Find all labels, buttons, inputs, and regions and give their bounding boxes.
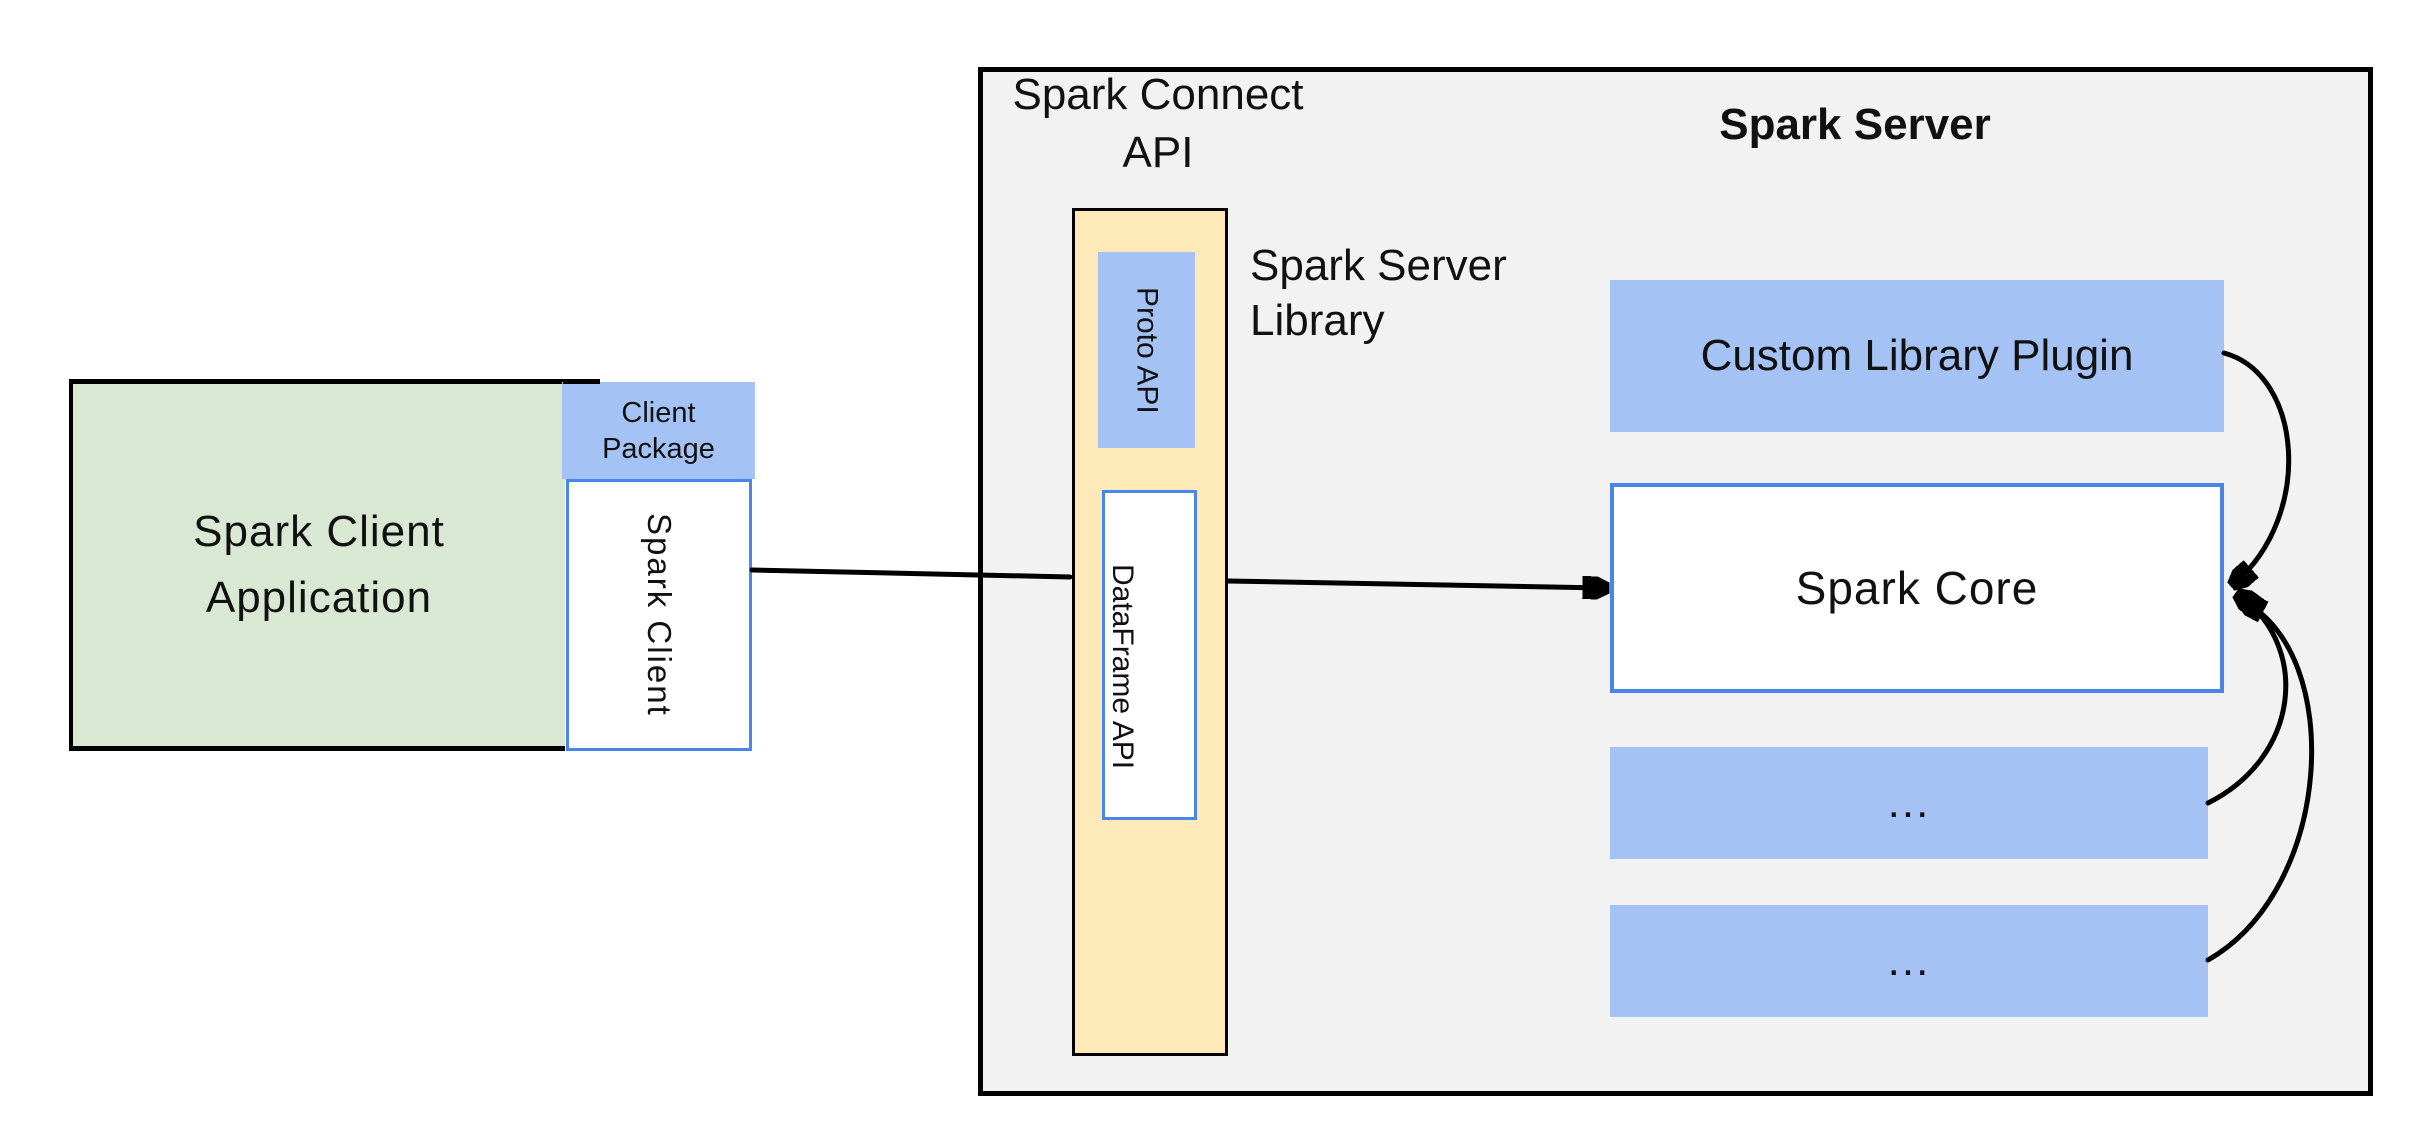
spark-client-application-label-line2: Application xyxy=(205,573,433,622)
spark-client-application-box: Spark Client Application xyxy=(69,379,565,751)
spark-connect-api-label: Spark Connect API xyxy=(958,66,1358,182)
spark-client-box: Spark Client xyxy=(566,479,752,751)
spark-server-library-label: Spark Server Library xyxy=(1250,238,1570,348)
spark-connect-api-label-line2: API xyxy=(1122,128,1194,177)
custom-library-plugin-box: Custom Library Plugin xyxy=(1610,280,2224,432)
spark-core-label: Spark Core xyxy=(1795,562,2039,614)
dataframe-api-box: DataFrame API xyxy=(1102,490,1197,820)
spark-connect-api-label-line1: Spark Connect xyxy=(1012,70,1304,119)
plugin-placeholder-label-bottom: ... xyxy=(1887,936,1931,985)
spark-client-application-label-line1: Spark Client xyxy=(193,507,445,556)
green-box-border-overhang xyxy=(563,379,600,384)
spark-server-library-label-line2: Library xyxy=(1250,296,1385,345)
client-package-label-line1: Client xyxy=(621,396,696,429)
proto-api-label: Proto API xyxy=(1130,286,1164,414)
plugin-placeholder-label-top: ... xyxy=(1887,778,1931,827)
spark-core-box: Spark Core xyxy=(1610,483,2224,693)
proto-api-box: Proto API xyxy=(1098,252,1195,448)
dataframe-api-label: DataFrame API xyxy=(1106,564,1139,770)
plugin-placeholder-box-top: ... xyxy=(1610,747,2208,859)
client-package-box: Client Package xyxy=(562,382,755,479)
custom-library-plugin-label: Custom Library Plugin xyxy=(1700,331,2134,380)
spark-client-label: Spark Client xyxy=(641,513,678,717)
spark-server-title: Spark Server xyxy=(1719,100,1991,149)
plugin-placeholder-box-bottom: ... xyxy=(1610,905,2208,1017)
client-package-label-line2: Package xyxy=(602,432,715,465)
spark-server-library-label-line1: Spark Server xyxy=(1250,241,1507,290)
